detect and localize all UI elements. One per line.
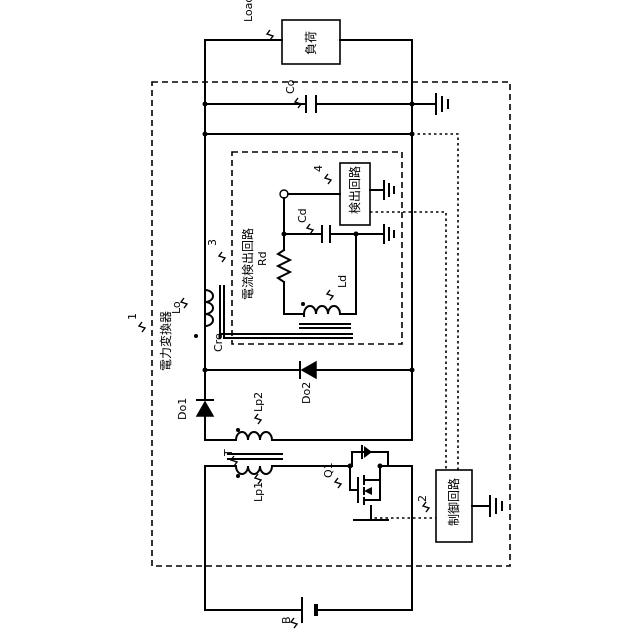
- rd-resistor: [278, 250, 290, 282]
- lp2-dot: [236, 428, 240, 432]
- t-label: T: [222, 449, 235, 457]
- node-do2-right: [410, 368, 415, 373]
- ld-label: Ld: [336, 275, 349, 288]
- detect-signal-line: [370, 212, 446, 470]
- detect-circuit-num: 4: [312, 165, 325, 172]
- lp1-coil: [236, 466, 272, 474]
- node-co-left: [203, 102, 208, 107]
- lp1-label: Lp1: [252, 482, 265, 502]
- rd-label: Rd: [256, 251, 269, 266]
- cre-label: Cre: [212, 333, 225, 352]
- ld-right-wire: [342, 234, 356, 314]
- co-label: Co: [284, 79, 297, 94]
- control-box-label: 制御回路: [446, 478, 461, 526]
- cd-label: Cd: [296, 208, 309, 223]
- detector-num: 3: [206, 239, 219, 246]
- q1-leader: [335, 478, 341, 488]
- battery-label: B: [280, 616, 293, 624]
- lp1-wire: [205, 466, 350, 610]
- ground-detect: [384, 181, 394, 199]
- detector-name: 電流検出回路: [240, 228, 255, 300]
- ld-inductor: [304, 306, 340, 316]
- ld-leader: [327, 290, 333, 300]
- load-wire: [205, 40, 282, 370]
- lp2-label: Lp2: [252, 392, 265, 412]
- ground-co: [436, 94, 448, 114]
- co-leader: [295, 98, 301, 108]
- converter-name: 電力変換器: [158, 311, 173, 371]
- current-detector-boundary: [232, 152, 402, 344]
- rd-bottom-wire: [284, 282, 304, 314]
- detector-leader: [219, 252, 225, 262]
- lp2-coil: [236, 432, 272, 440]
- cre-core-extend: [220, 334, 352, 338]
- do1-diode: [197, 402, 213, 416]
- load-box-label: 負荷: [304, 31, 318, 55]
- detect-circuit-box-label: 検出回路: [347, 166, 362, 214]
- q1-label: Q1: [322, 462, 335, 478]
- terminal: [280, 190, 288, 198]
- node-co-right: [410, 102, 415, 107]
- ground-cd: [384, 225, 394, 243]
- lo-inductor: [205, 290, 213, 326]
- do2-diode: [302, 362, 316, 378]
- node-cd-left: [282, 232, 287, 237]
- ground-control: [490, 496, 502, 516]
- do2-label: Do2: [300, 382, 313, 404]
- converter-leader: [139, 322, 145, 332]
- t-leader: [231, 456, 237, 466]
- lp2-leader: [255, 414, 261, 424]
- detect-circuit-leader: [325, 174, 331, 184]
- do1-label: Do1: [176, 398, 189, 420]
- node-sense-left: [203, 132, 208, 137]
- lo-dot: [194, 334, 198, 338]
- load-wire-right: [340, 40, 412, 440]
- lp1-dot: [236, 474, 240, 478]
- node-q1-source: [378, 464, 383, 469]
- control-num: 2: [416, 495, 429, 502]
- load-leader: [267, 30, 273, 40]
- ld-dot: [301, 302, 305, 306]
- cd-leader: [307, 224, 313, 234]
- converter-num: 1: [126, 313, 139, 320]
- load-label: Load: [242, 0, 255, 22]
- q1-mosfet: [350, 446, 412, 610]
- control-leader: [423, 502, 429, 512]
- node-q1-drain: [348, 464, 353, 469]
- sense-signal-line: [412, 134, 458, 470]
